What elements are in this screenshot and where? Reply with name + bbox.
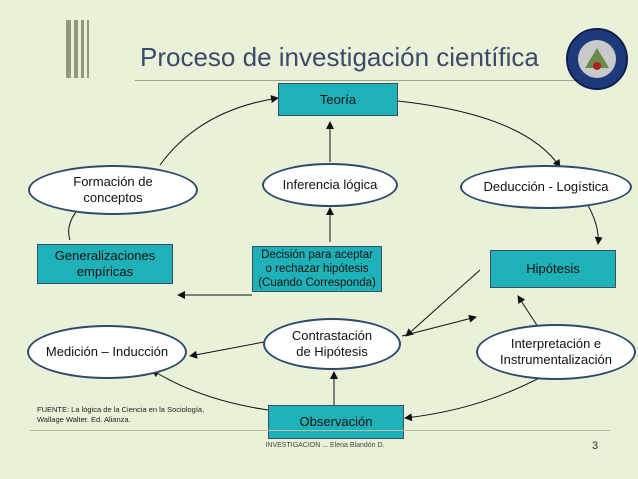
node-hipotesis: Hipótesis <box>490 250 616 288</box>
source-note: FUENTE: La lógica de la Ciencia en la So… <box>37 405 205 424</box>
title-rule <box>135 80 585 81</box>
node-medicion-induccion: Medición – Inducción <box>27 325 187 379</box>
slide-title: Proceso de investigación científica <box>140 42 539 72</box>
arc-teoria-deduccion <box>397 100 561 168</box>
arrow-contrastacion-interpretacion <box>401 314 477 337</box>
decorative-bars <box>66 20 96 78</box>
footer-text: INVESTIGACION ... Elena Blandón D. <box>265 442 385 449</box>
arc-deduccion-hipotesis <box>584 199 603 245</box>
arc-interpretacion-observacion <box>404 374 546 422</box>
node-inferencia-logica: Inferencia lógica <box>262 163 398 207</box>
node-generalizaciones-empiricas: Generalizaciones empíricas <box>37 244 173 284</box>
node-deduccion-logistica: Deducción - Logística <box>460 165 632 209</box>
node-decision-hipotesis: Decisión para aceptar o rechazar hipótes… <box>252 246 382 292</box>
arc-formacion-teoria <box>159 95 279 166</box>
footer-rule <box>30 430 610 431</box>
node-observacion: Observación <box>268 405 404 439</box>
arrow-hipotesis-contrastacion <box>405 269 481 337</box>
node-formacion-conceptos: Formación de conceptos <box>28 165 198 215</box>
arrow-contrastacion-medicion <box>189 341 265 359</box>
arc-observacion-medicion <box>151 369 269 411</box>
node-contrastacion-hipotesis: Contrastación de Hipótesis <box>263 318 401 370</box>
node-teoria: Teoría <box>278 83 398 116</box>
node-interpretacion: Interpretación e Instrumentalización <box>476 324 636 380</box>
page-number: 3 <box>592 440 599 452</box>
university-seal-icon <box>566 28 628 90</box>
